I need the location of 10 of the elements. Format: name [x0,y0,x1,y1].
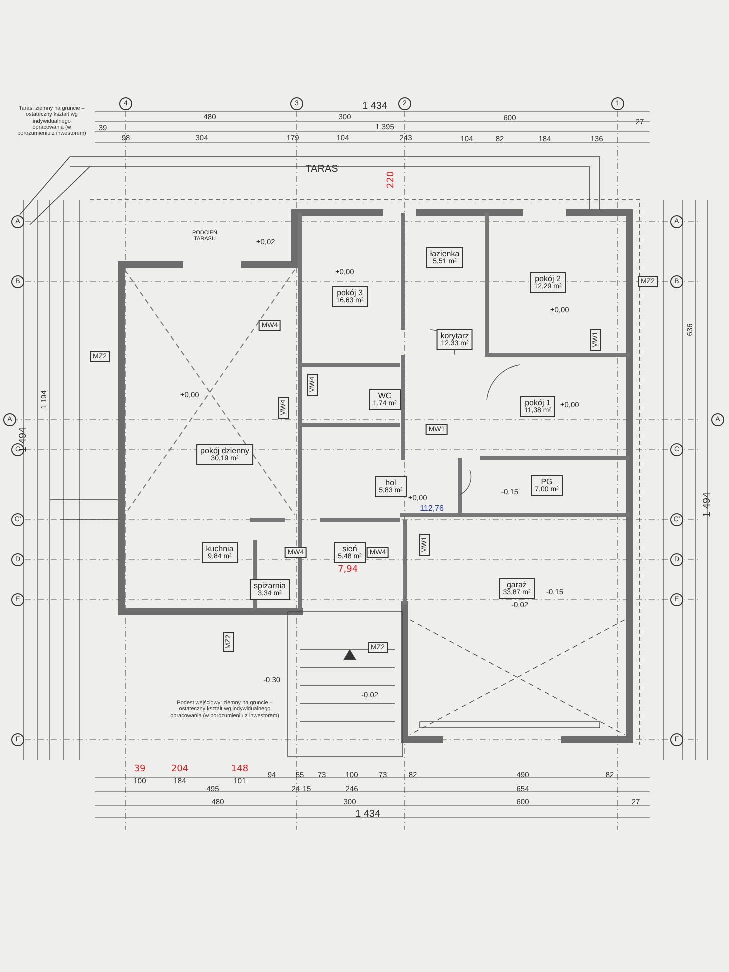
dimension-text: 1 434 [362,102,388,112]
handwritten-note: 148 [231,766,249,774]
area-label: TARAS [306,165,338,175]
handwritten-note: 220 [388,171,396,189]
dimension-text: 1 494 [703,492,713,518]
handwritten-note: 39 [134,766,146,774]
handwritten-note: 7,94 [338,565,358,575]
handwritten-note: 112,76 [420,505,444,513]
dimension-text: 1 434 [355,810,381,820]
handwritten-note: 204 [171,766,189,774]
